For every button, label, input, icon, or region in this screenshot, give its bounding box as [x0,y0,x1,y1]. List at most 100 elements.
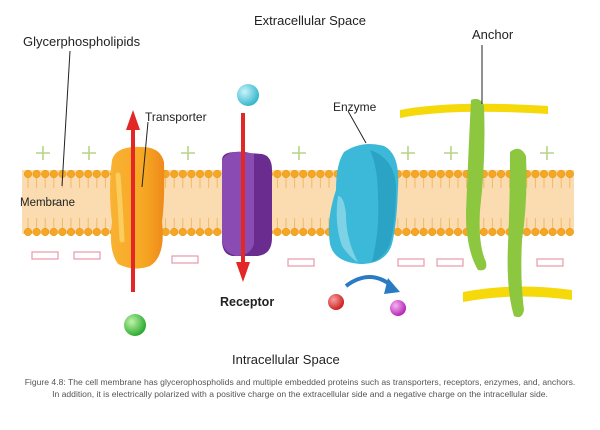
glycerophospholipids-label: Glycerphospholipids [23,34,141,49]
transporter-protein [110,146,165,269]
lipid-head [307,169,316,179]
lipid-head [41,227,50,237]
lipid-head [488,227,497,237]
lipid-head [92,227,101,237]
enzyme-reaction-arrow [344,275,400,294]
lipid-head [23,169,33,179]
lipid-head [290,227,299,237]
lipid-head [41,169,50,179]
cyan-molecule [237,84,259,106]
lipid-head [281,169,291,179]
lipid-head [402,169,411,179]
lipid-head [419,227,428,237]
lipid-head [170,169,179,179]
lipid-head [522,227,531,237]
lipid-head [557,169,566,179]
lipid-head [204,227,213,237]
lipid-head [453,227,463,237]
lipid-head [402,227,411,237]
label-pointer-lines [54,45,483,205]
lipid-head [66,227,76,237]
lipid-head [101,227,110,237]
lipid-head [170,227,179,237]
lipid-head [23,227,33,237]
lipid-head [539,227,549,237]
lipid-head [436,227,445,237]
green-molecule [124,314,146,336]
membrane-label: Membrane [20,197,75,209]
lipid-head [75,227,84,237]
lipid-head [565,169,574,179]
lipid-head [187,169,196,179]
lipid-head [195,227,205,237]
lipid-head [178,227,187,237]
lipid-head [92,169,101,179]
lipid-head [32,169,41,179]
lipid-head [178,169,187,179]
lipid-head [531,227,540,237]
lipid-head [49,169,58,179]
lipid-head [273,227,282,237]
lipid-head [445,169,454,179]
lipid-head [496,227,506,237]
lipid-head [101,169,110,179]
lipid-head [428,169,437,179]
lipid-head [428,227,437,237]
lipid-head [496,169,506,179]
receptor-protein [222,151,272,256]
lipid-head [195,169,205,179]
lipid-head [204,169,213,179]
lipid-head [531,169,540,179]
lipid-head [299,169,308,179]
intracellular-space-label: Intracellular Space [232,352,340,367]
transporter-label: Transporter [145,110,207,124]
lipid-head [213,227,222,237]
lipid-head [213,169,222,179]
lipid-head [479,227,488,237]
anchor-protein [466,98,527,318]
lipid-head [419,169,428,179]
lipid-head [49,227,58,237]
lipid-head [273,169,282,179]
lipid-head [453,169,463,179]
positive-charge-signs [36,146,554,160]
lipid-head [445,227,454,237]
enzyme-label: Enzyme [333,100,377,114]
lipid-head [187,227,196,237]
lipid-head [307,227,316,237]
lipid-head [316,227,325,237]
lipid-head [84,169,93,179]
lipid-head [548,227,557,237]
membrane-bilayer [22,170,574,234]
lipid-head [299,227,308,237]
lipid-head [84,227,93,237]
lipid-head [316,169,325,179]
lipid-head [281,227,291,237]
lipid-head [58,227,67,237]
lipid-head [66,169,76,179]
lipid-head [32,227,41,237]
red-substrate-molecule [328,294,344,310]
lipid-head [393,227,402,237]
figure-caption: Figure 4.8: The cell membrane has glycer… [24,377,576,399]
lipid-head [557,227,566,237]
lipid-head [488,169,497,179]
lipid-head [161,227,170,237]
enzyme-protein [328,144,399,264]
transporter-arrow [126,110,140,292]
lipid-head [539,169,549,179]
lipid-head [290,169,299,179]
lipid-head [565,227,574,237]
pink-product-molecule [390,300,406,316]
lipid-head [548,169,557,179]
lipid-head [410,169,420,179]
lipid-head [410,227,420,237]
anchor-label: Anchor [472,27,514,42]
lipid-head [75,169,84,179]
extracellular-space-label: Extracellular Space [254,13,366,28]
receptor-arrow [236,113,250,282]
lipid-head [324,169,334,179]
lipid-head [436,169,445,179]
receptor-label: Receptor [220,295,275,309]
